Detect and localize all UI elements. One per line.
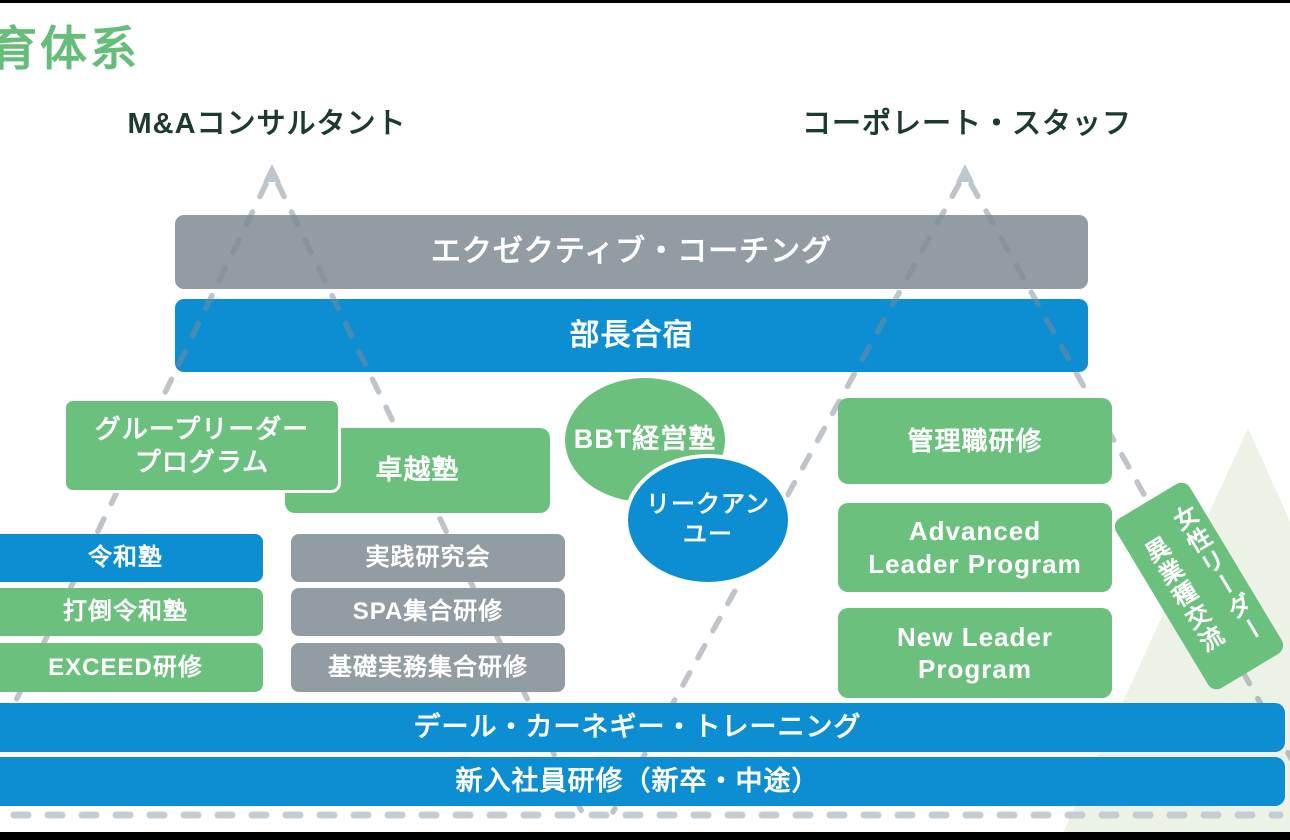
exceed-kenshu-box: EXCEED研修 xyxy=(0,643,263,692)
bottom-frame-bar xyxy=(0,832,1290,840)
advanced-leader-program-box: Advanced Leader Program xyxy=(838,503,1112,592)
kiso-jitsumu-shugo-kenshu-box: 基礎実務集合研修 xyxy=(291,643,565,692)
track-header-corporate-staff: コーポレート・スタッフ xyxy=(801,108,1132,140)
new-employee-training-bar: 新入社員研修（新卒・中途） xyxy=(0,757,1285,806)
right-apex-arrow-icon xyxy=(956,164,974,182)
track-header-ma-consultant: M&Aコンサルタント xyxy=(127,108,407,140)
bucho-gasshuku-bar: 部長合宿 xyxy=(175,299,1088,372)
left-apex-arrow-icon xyxy=(263,164,281,182)
page-title: 育体系 xyxy=(0,22,140,75)
spa-shugo-kenshu-box: SPA集合研修 xyxy=(291,588,565,636)
dato-reiwa-juku-box: 打倒令和塾 xyxy=(0,588,263,636)
jissen-kenkyukai-box: 実践研究会 xyxy=(291,534,565,582)
reiwa-juku-box: 令和塾 xyxy=(0,534,263,582)
group-leader-program-box: グループリーダー プログラム xyxy=(63,398,341,493)
executive-coaching-bar: エクゼクティブ・コーチング xyxy=(175,215,1088,289)
dale-carnegie-training-bar: デール・カーネギー・トレーニング xyxy=(0,703,1285,752)
top-frame-bar xyxy=(0,0,1290,3)
new-leader-program-box: New Leader Program xyxy=(838,608,1112,698)
kanrishoku-kenshu-box: 管理職研修 xyxy=(838,398,1112,484)
lee-kuan-yew-ellipse: リークアン ユー xyxy=(624,454,792,586)
